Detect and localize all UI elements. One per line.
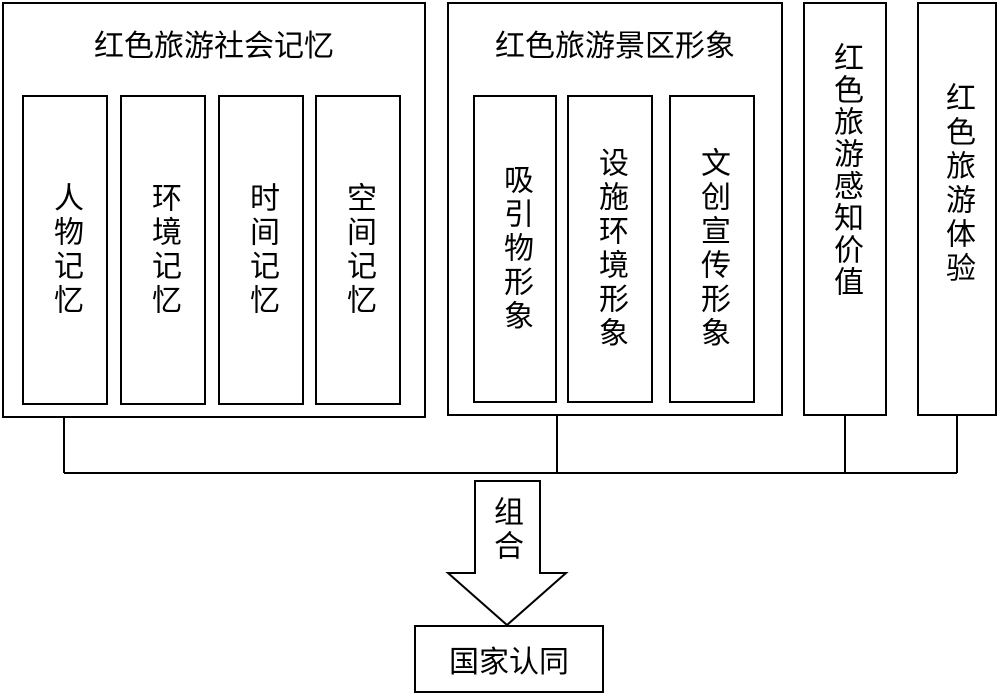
experience-label: 红色旅游体验 [940, 82, 975, 286]
social-memory-title: 红色旅游社会记忆 [94, 29, 334, 64]
result-label: 国家认同 [449, 645, 569, 680]
scenic-image-item-attraction: 吸引物形象 [473, 95, 557, 403]
item-label: 文创宣传形象 [695, 147, 730, 351]
item-label: 环境记忆 [146, 182, 181, 318]
item-label: 空间记忆 [341, 182, 376, 318]
arrow-label: 组合 [488, 496, 523, 564]
social-memory-item-space: 空间记忆 [315, 95, 401, 405]
experience-box: 红色旅游体验 [917, 2, 997, 416]
down-arrow [445, 480, 569, 627]
social-memory-item-environment: 环境记忆 [120, 95, 206, 405]
scenic-image-item-facility: 设施环境形象 [567, 95, 653, 403]
item-label: 吸引物形象 [498, 164, 533, 334]
perceived-value-label: 红色旅游感知价值 [828, 42, 863, 298]
item-label: 人物记忆 [48, 182, 83, 318]
social-memory-item-person: 人物记忆 [22, 95, 108, 405]
result-box: 国家认同 [414, 625, 604, 693]
social-memory-item-time: 时间记忆 [218, 95, 304, 405]
item-label: 设施环境形象 [593, 147, 628, 351]
item-label: 时间记忆 [244, 182, 279, 318]
scenic-image-item-promotion: 文创宣传形象 [669, 95, 755, 403]
scenic-image-title: 红色旅游景区形象 [495, 29, 735, 64]
perceived-value-box: 红色旅游感知价值 [803, 2, 887, 416]
